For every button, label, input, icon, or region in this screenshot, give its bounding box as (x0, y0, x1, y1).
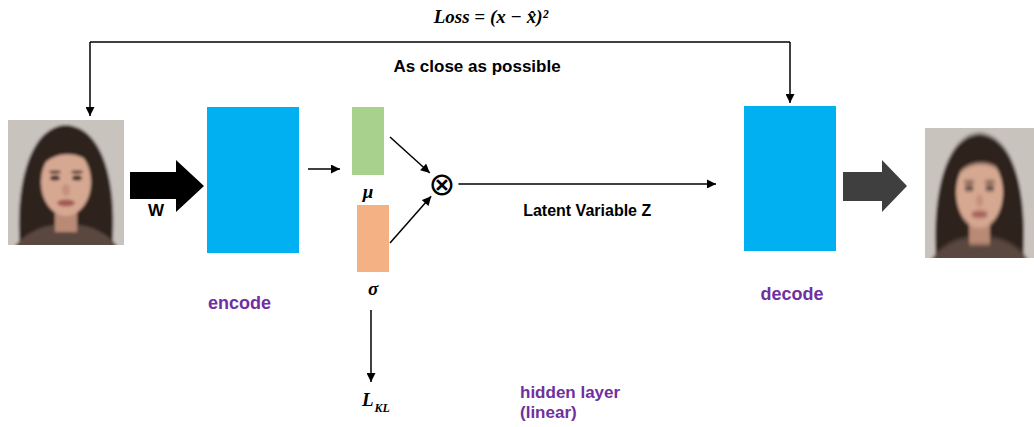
flow-arrow (458, 183, 716, 185)
kl-loss-symbol: L (362, 389, 374, 411)
flow-arrow (390, 137, 430, 173)
face-picture (8, 120, 124, 245)
loss-formula: Loss = (x − x̂)² (434, 6, 549, 28)
edge-label: Latent Variable Z (523, 202, 651, 220)
sigma-symbol: σ (368, 278, 378, 300)
decoder-box: decode (744, 106, 836, 251)
mean-vector: μ (352, 107, 384, 175)
loss-feedback-arrow (789, 42, 791, 103)
output-face-image (925, 128, 1034, 258)
multiply-node: ⊗ (428, 165, 457, 204)
face-picture (925, 128, 1034, 258)
loss-feedback-line (90, 41, 790, 43)
weight-label: W (148, 201, 164, 221)
input-block-arrow (130, 160, 204, 212)
mean-symbol: μ (363, 181, 374, 203)
encoder-box: encode (207, 107, 299, 253)
encoder-label: encode (208, 293, 271, 314)
kl-loss-arrow (370, 310, 372, 382)
multiply-symbol: ⊗ (429, 166, 456, 203)
output-block-arrow (843, 160, 907, 212)
input-face-image (8, 120, 124, 245)
kl-loss-subscript: KL (375, 402, 390, 416)
sigma-vector: σ (357, 205, 389, 272)
loss-feedback-arrow (89, 42, 91, 116)
hidden-layer-note: hidden layer (linear) (520, 383, 660, 422)
flow-arrow (390, 196, 431, 243)
loss-caption: As close as possible (393, 57, 560, 77)
decoder-label: decode (760, 284, 823, 305)
flow-arrow (308, 168, 340, 170)
